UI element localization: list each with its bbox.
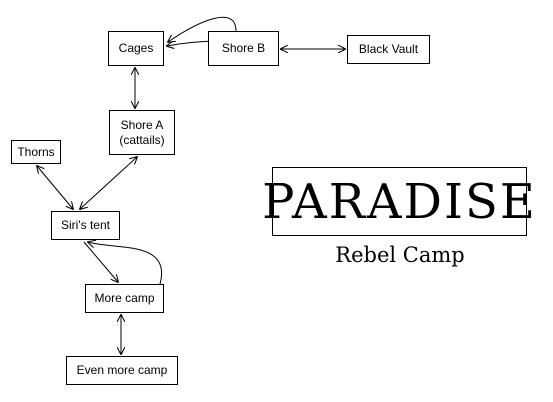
edge-siris-tent-more-camp: [83, 241, 118, 282]
edge-shore-b-cages-curve: [168, 16, 237, 42]
subtitle: Rebel Camp: [335, 243, 465, 267]
node-even-more-camp: Even more camp: [66, 356, 178, 385]
node-thorns: Thorns: [11, 140, 61, 164]
page-title: PARADISE: [262, 173, 537, 230]
edge-more-camp-siris-tent-curve: [88, 242, 163, 285]
node-black-vault: Black Vault: [347, 35, 430, 64]
node-shore-a: Shore A (cattails): [109, 110, 175, 155]
edge-shore-a-siris-tent: [80, 157, 137, 209]
node-shore-b: Shore B: [208, 31, 279, 66]
edge-thorns-siris-tent: [37, 166, 73, 209]
node-more-camp: More camp: [85, 284, 164, 313]
node-siris-tent: Siri's tent: [51, 211, 120, 240]
title-box: PARADISE: [262, 167, 535, 236]
node-cages: Cages: [108, 31, 164, 66]
